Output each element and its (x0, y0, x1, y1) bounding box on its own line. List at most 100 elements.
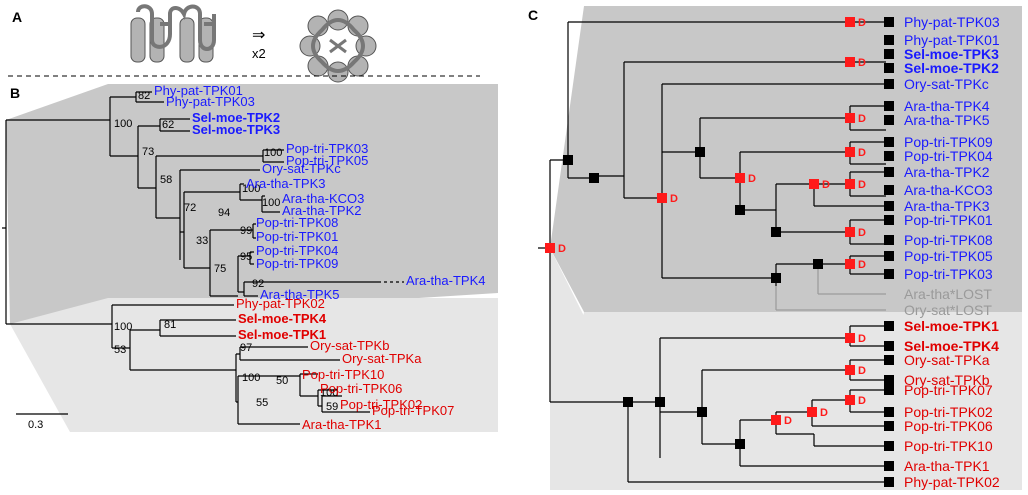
leaf-label-c: Sel-moe-TPK3 (904, 46, 999, 62)
duplication-node (845, 57, 855, 67)
bootstrap-value: 100 (114, 321, 132, 333)
leaf-label-c: Pop-tri-TPK02 (904, 404, 993, 420)
leaf-label-b: Sel-moe-TPK1 (238, 327, 326, 342)
leaf-node-square (884, 17, 894, 27)
leaf-label-b: Pop-tri-TPK08 (256, 215, 338, 230)
leaf-label-b: Ara-tha-KCO3 (282, 191, 364, 206)
duplication-tag: D (558, 243, 566, 255)
leaf-node-square (884, 385, 894, 395)
duplication-node (845, 259, 855, 269)
panel-b-tree-branches (2, 91, 378, 425)
leaf-label-b: Ory-sat-TPKb (310, 338, 389, 353)
bootstrap-value: 97 (240, 342, 252, 354)
leaf-node-square (884, 63, 894, 73)
duplication-tag: D (748, 173, 756, 185)
duplication-node (845, 365, 855, 375)
leaf-node-square (884, 477, 894, 487)
leaf-label-b: Pop-tri-TPK10 (302, 367, 384, 382)
leaf-label-c: Pop-tri-TPK04 (904, 148, 993, 164)
leaf-label-b: Ara-tha-TPK2 (282, 203, 361, 218)
leaf-label-b: Pop-tri-TPK06 (320, 381, 402, 396)
bootstrap-value: 100 (320, 387, 338, 399)
leaf-label-c: Pop-tri-TPK07 (904, 382, 993, 398)
assembled-channel-tetramer-icon (299, 9, 377, 83)
leaf-node-square (884, 101, 894, 111)
bootstrap-value: 55 (256, 397, 268, 409)
leaf-label-c: Pop-tri-TPK10 (904, 438, 993, 454)
red-clade-shade (10, 298, 498, 432)
leaf-node-square (884, 137, 894, 147)
leaf-label-b: Phy-pat-TPK02 (236, 296, 325, 311)
leaf-label-c: Ara-tha-TPK4 (904, 98, 990, 114)
leaf-node-square (884, 251, 894, 261)
speciation-node (735, 439, 745, 449)
bootstrap-value: 92 (252, 278, 264, 290)
speciation-node (735, 205, 745, 215)
leaf-label-c: Pop-tri-TPK06 (904, 418, 993, 434)
speciation-node (771, 227, 781, 237)
leaf-node-square (884, 269, 894, 279)
panel-a: A ⇒ x2 (8, 4, 480, 83)
speciation-node (623, 397, 633, 407)
leaf-label-c: Sel-moe-TPK4 (904, 338, 999, 354)
leaf-label-c: Phy-pat-TPK01 (904, 32, 1000, 48)
duplication-tag: D (858, 17, 866, 29)
bootstrap-value: 100 (114, 118, 132, 130)
speciation-node (771, 273, 781, 283)
bootstrap-value: 100 (242, 183, 260, 195)
leaf-label-b: Ory-sat-TPKc (262, 161, 341, 176)
duplication-tag: D (784, 415, 792, 427)
leaf-label-b: Pop-tri-TPK03 (286, 141, 368, 156)
duplication-tag: D (858, 113, 866, 125)
duplication-tag: D (670, 193, 678, 205)
leaf-label-b: Ory-sat-TPKa (342, 351, 422, 366)
leaf-node-square (884, 235, 894, 245)
leaf-node-square (884, 79, 894, 89)
speciation-node (589, 173, 599, 183)
leaf-label-c: Ara-tha-TPK3 (904, 198, 990, 214)
leaf-node-square (884, 115, 894, 125)
bootstrap-value: 58 (160, 174, 172, 186)
leaf-label-c: Pop-tri-TPK03 (904, 266, 993, 282)
leaf-node-square (884, 441, 894, 451)
speciation-node (655, 397, 665, 407)
leaf-label-c: Pop-tri-TPK01 (904, 212, 993, 228)
duplication-tag: D (858, 395, 866, 407)
lost-leaf-label: Ory-sat*LOST (904, 302, 992, 318)
bootstrap-value: 95 (240, 251, 252, 263)
leaf-node-square (884, 151, 894, 161)
leaf-label-b: Phy-pat-TPK01 (154, 83, 243, 98)
leaf-label-c: Pop-tri-TPK08 (904, 232, 993, 248)
duplication-node (845, 227, 855, 237)
scale-bar-value: 0.3 (28, 419, 43, 431)
tandem-pore-channel-subunit-icon (130, 4, 216, 63)
leaf-label-c: Ara-tha-TPK1 (904, 458, 990, 474)
leaf-label-b: Pop-tri-TPK02 (340, 397, 422, 412)
lost-branches (775, 264, 886, 311)
leaf-node-square (884, 215, 894, 225)
red-clade-shade-c-wedge (550, 248, 584, 490)
speciation-node (697, 407, 707, 417)
leaf-label-b: Ara-tha-TPK4 (406, 273, 485, 288)
blue-clade-shade-c (550, 6, 1022, 312)
leaf-node-square (884, 341, 894, 351)
duplication-node (845, 395, 855, 405)
duplication-node (771, 415, 781, 425)
leaf-label-c: Sel-moe-TPK1 (904, 318, 999, 334)
leaf-label-b: Pop-tri-TPK04 (256, 243, 338, 258)
leaf-node-square (884, 375, 894, 385)
arrow-symbol: ⇒ (252, 27, 265, 44)
panel-a-label: A (12, 9, 22, 25)
bootstrap-value: 99 (240, 225, 252, 237)
multiplier-label: x2 (252, 46, 266, 61)
duplication-node (809, 179, 819, 189)
duplication-node (657, 193, 667, 203)
leaf-label-c: Ara-tha-TPK5 (904, 112, 990, 128)
bootstrap-value: 72 (184, 202, 196, 214)
duplication-node (807, 407, 817, 417)
leaf-label-c: Sel-moe-TPK2 (904, 60, 999, 76)
duplication-tag: D (858, 179, 866, 191)
